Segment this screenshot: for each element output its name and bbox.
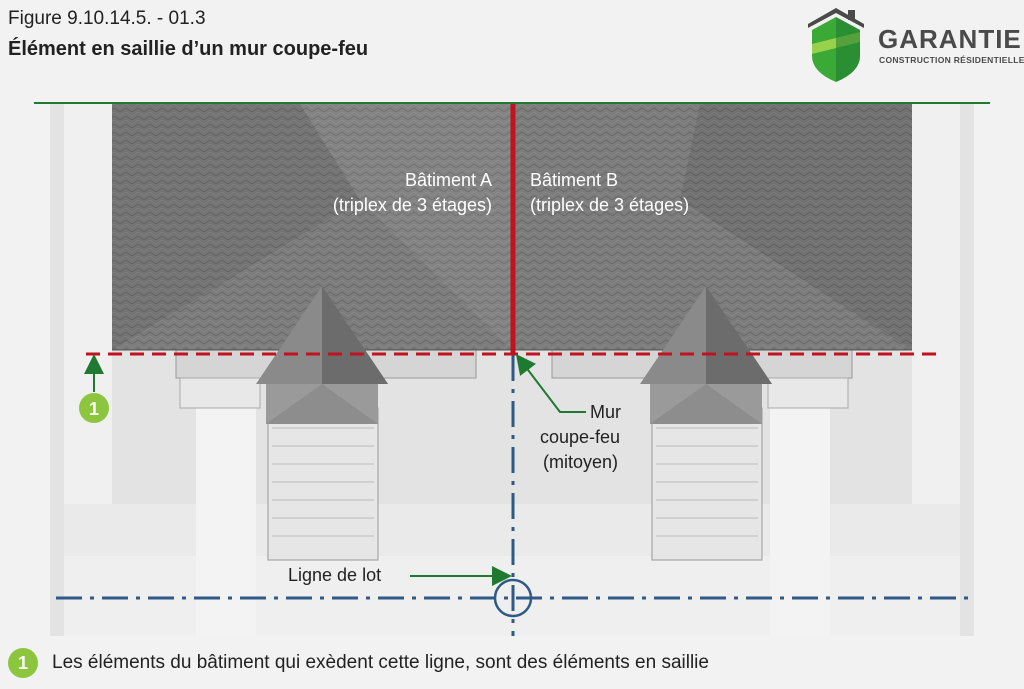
- legend-text: Les éléments du bâtiment qui exèdent cet…: [52, 652, 709, 673]
- brand-subtitle: CONSTRUCTION RÉSIDENTIELLE: [879, 55, 1024, 65]
- dormer-building-a: [256, 286, 388, 424]
- marker-1-badge: [79, 393, 109, 423]
- figure-title: Élément en saillie d’un mur coupe-feu: [8, 38, 369, 60]
- legend: 1 Les éléments du bâtiment qui exèdent c…: [8, 646, 709, 680]
- left-walkway: [64, 104, 112, 504]
- brand-name: GARANTIE: [878, 24, 1022, 54]
- dormer-building-b: [640, 286, 772, 424]
- house-shield-icon: [808, 8, 864, 82]
- building-a-sublabel: (triplex de 3 étages): [333, 195, 492, 215]
- firewall-note: (mitoyen): [543, 452, 618, 472]
- right-path: [770, 380, 830, 636]
- legend-badge: 1: [8, 648, 38, 678]
- left-path: [196, 380, 256, 636]
- marker-1-number: 1: [89, 399, 99, 419]
- brand-logo: GARANTIE CONSTRUCTION RÉSIDENTIELLE: [804, 4, 1024, 84]
- lot-line-label: Ligne de lot: [288, 565, 381, 585]
- firewall-label: Mur: [590, 402, 621, 422]
- building-b-sublabel: (triplex de 3 étages): [530, 195, 689, 215]
- building-b-label: Bâtiment B: [530, 170, 618, 190]
- lot-corner-marker: [493, 578, 533, 618]
- figure-number: Figure 9.10.14.5. - 01.3: [8, 8, 206, 29]
- building-a-label: Bâtiment A: [405, 170, 492, 190]
- right-walkway: [912, 104, 960, 504]
- firewall-sublabel: coupe-feu: [540, 427, 620, 447]
- firewall-callout-arrow: [515, 354, 586, 413]
